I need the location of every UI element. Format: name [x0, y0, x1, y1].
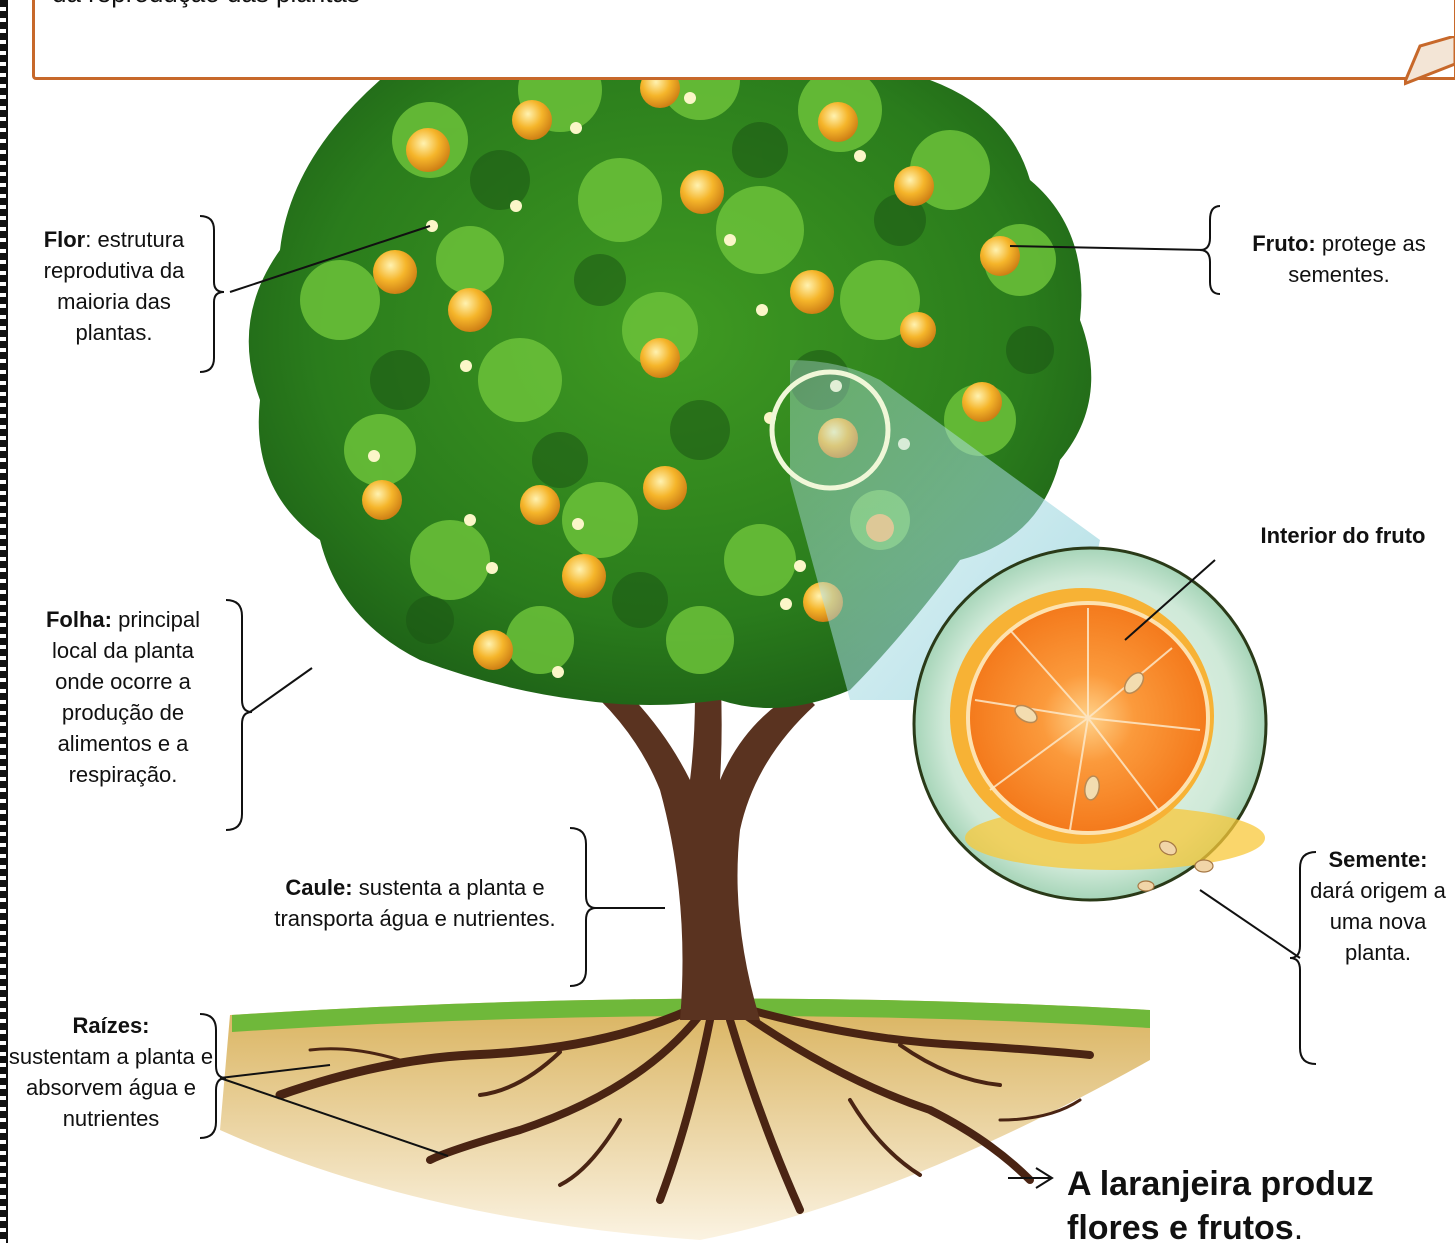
- label-semente: Semente: dará origem a uma nova planta.: [1304, 844, 1452, 968]
- label-raizes: Raízes: sustentam a planta e absorvem ág…: [8, 1010, 214, 1134]
- closing-bold: A laranjeira produz flores e frutos: [1067, 1165, 1374, 1247]
- label-raizes-term: Raízes:: [72, 1013, 149, 1038]
- label-interior-do-fruto: Interior do fruto: [1238, 520, 1448, 551]
- left-dashed-border: [0, 0, 8, 1243]
- closing-arrow: [1008, 1168, 1052, 1188]
- closing-statement: A laranjeira produz flores e frutos.: [1067, 1162, 1397, 1250]
- label-semente-term: Semente:: [1328, 847, 1427, 872]
- label-semente-text: dará origem a uma nova planta.: [1310, 878, 1446, 965]
- label-raizes-text: sustentam a planta e absorvem água e nut…: [9, 1044, 213, 1131]
- magnified-orange: [914, 548, 1266, 900]
- label-fruto-term: Fruto:: [1252, 231, 1316, 256]
- label-fruto: Fruto: protege as sementes.: [1234, 228, 1444, 290]
- page-curl-corner: [1404, 36, 1455, 86]
- label-caule: Caule: sustenta a planta e transporta ág…: [240, 872, 590, 934]
- header-text: da reprodução das plantas: [52, 0, 360, 9]
- closing-period: .: [1294, 1209, 1303, 1247]
- header-box: [32, 0, 1455, 80]
- label-caule-term: Caule:: [285, 875, 352, 900]
- label-folha-text: principal local da planta onde ocorre a …: [52, 607, 200, 787]
- label-flor: Flor: estrutura reprodutiva da maioria d…: [24, 224, 204, 348]
- label-folha: Folha: principal local da planta onde oc…: [26, 604, 220, 790]
- label-folha-term: Folha:: [46, 607, 112, 632]
- label-flor-term: Flor: [44, 227, 86, 252]
